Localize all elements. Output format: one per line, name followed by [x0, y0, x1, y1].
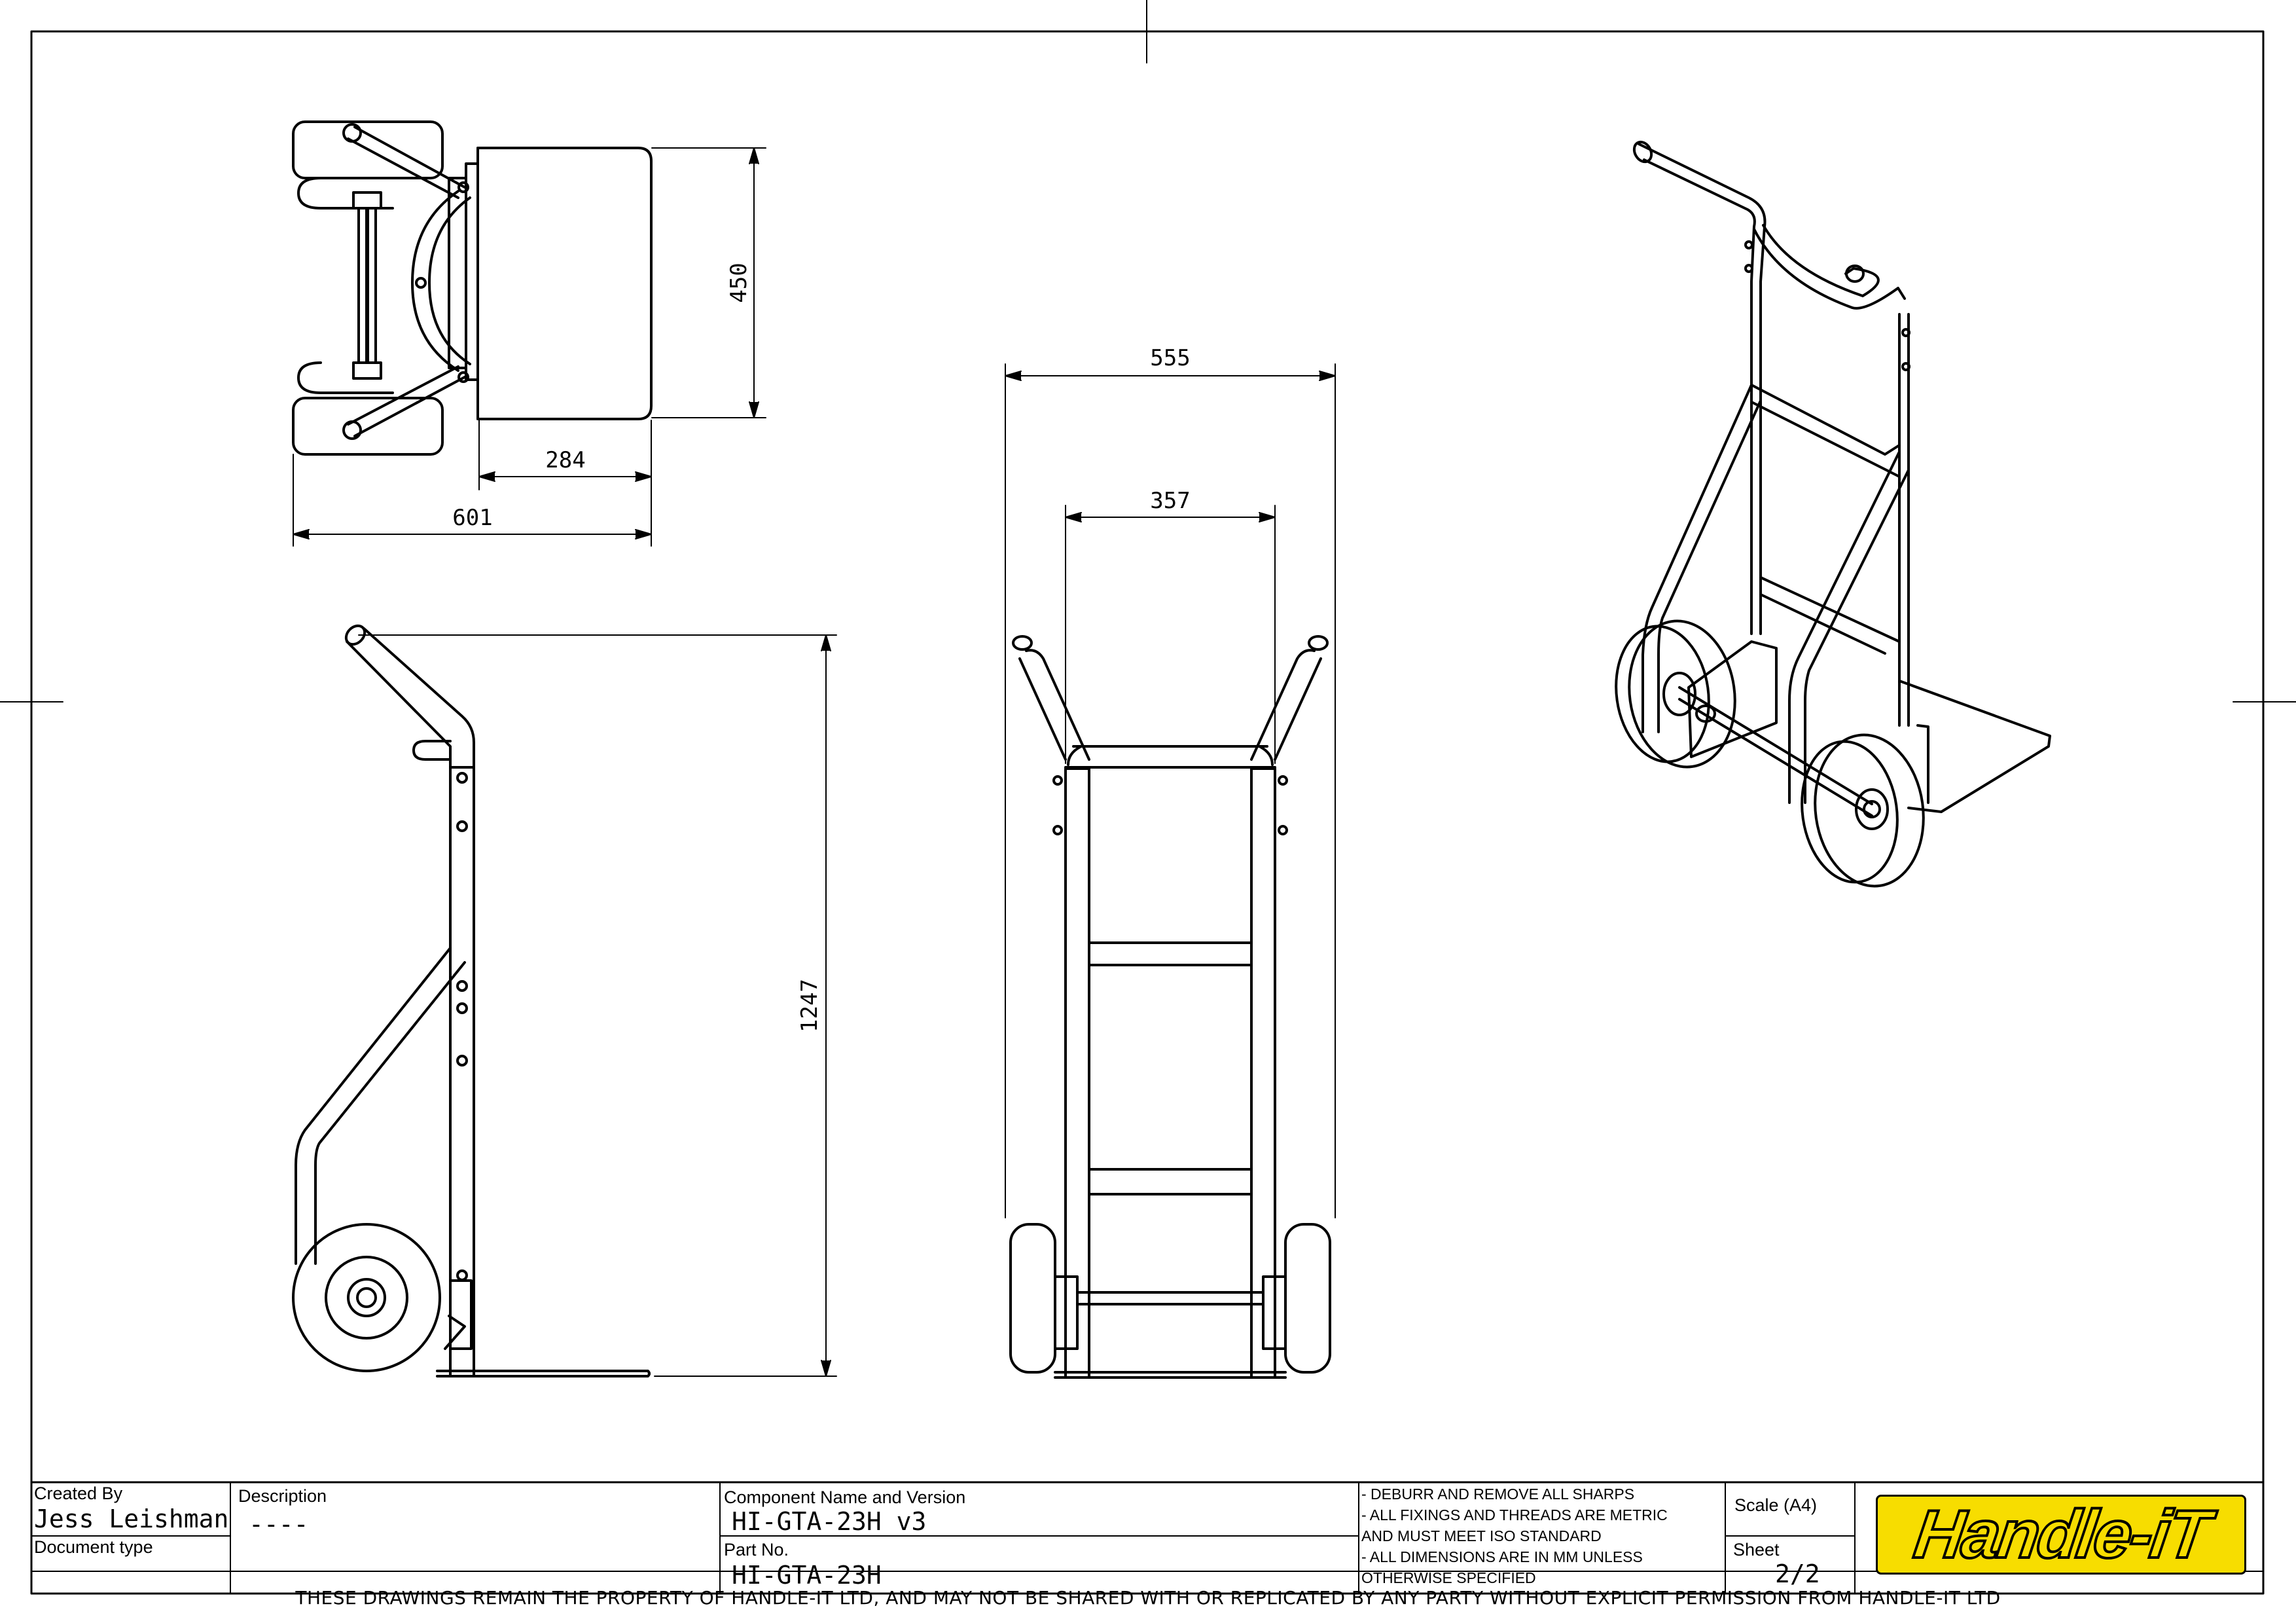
dim-top-view-plate-length: 284	[545, 447, 585, 473]
part-no-label: Part No.	[724, 1540, 789, 1559]
front-view-dimension-lines	[1005, 363, 1336, 1218]
component-label: Component Name and Version	[724, 1487, 966, 1507]
top-view-dimension-lines	[293, 147, 766, 547]
side-view	[292, 624, 651, 1377]
dim-front-view-inner-width: 357	[1150, 488, 1190, 514]
dim-top-view-overall-length: 601	[452, 505, 492, 531]
notes-line-3: AND MUST MEET ISO STANDARD	[1361, 1527, 1602, 1544]
document-type-label: Document type	[34, 1537, 153, 1557]
component-value: HI-GTA-23H v3	[732, 1507, 927, 1536]
company-logo: Handle-iT	[1876, 1495, 2246, 1575]
dim-top-view-depth: 450	[726, 263, 752, 302]
dim-side-view-height: 1247	[797, 979, 823, 1032]
notes-line-4: - ALL DIMENSIONS ARE IN MM UNLESS	[1361, 1548, 1643, 1565]
part-no-value: HI-GTA-23H	[732, 1561, 882, 1590]
front-view	[1009, 635, 1331, 1379]
notes-line-1: - DEBURR AND REMOVE ALL SHARPS	[1361, 1486, 1635, 1503]
created-by-label: Created By	[34, 1484, 123, 1503]
description-label: Description	[238, 1486, 327, 1506]
sheet-value: 2/2	[1775, 1559, 1820, 1588]
isometric-view	[1615, 140, 2051, 888]
side-view-dimension-lines	[358, 634, 837, 1377]
company-logo-text: Handle-iT	[1909, 1495, 2214, 1574]
sheet-label: Sheet	[1733, 1540, 1780, 1559]
scale-label: Scale (A4)	[1734, 1495, 1818, 1515]
top-view	[292, 120, 653, 456]
copyright-footer: THESE DRAWINGS REMAIN THE PROPERTY OF HA…	[295, 1587, 2001, 1609]
notes-line-5: OTHERWISE SPECIFIED	[1361, 1569, 1536, 1586]
created-by-value: Jess Leishman	[34, 1504, 229, 1533]
description-value: ----	[249, 1510, 309, 1539]
dim-front-view-overall-width: 555	[1150, 345, 1190, 371]
notes-line-2: - ALL FIXINGS AND THREADS ARE METRIC	[1361, 1506, 1668, 1523]
